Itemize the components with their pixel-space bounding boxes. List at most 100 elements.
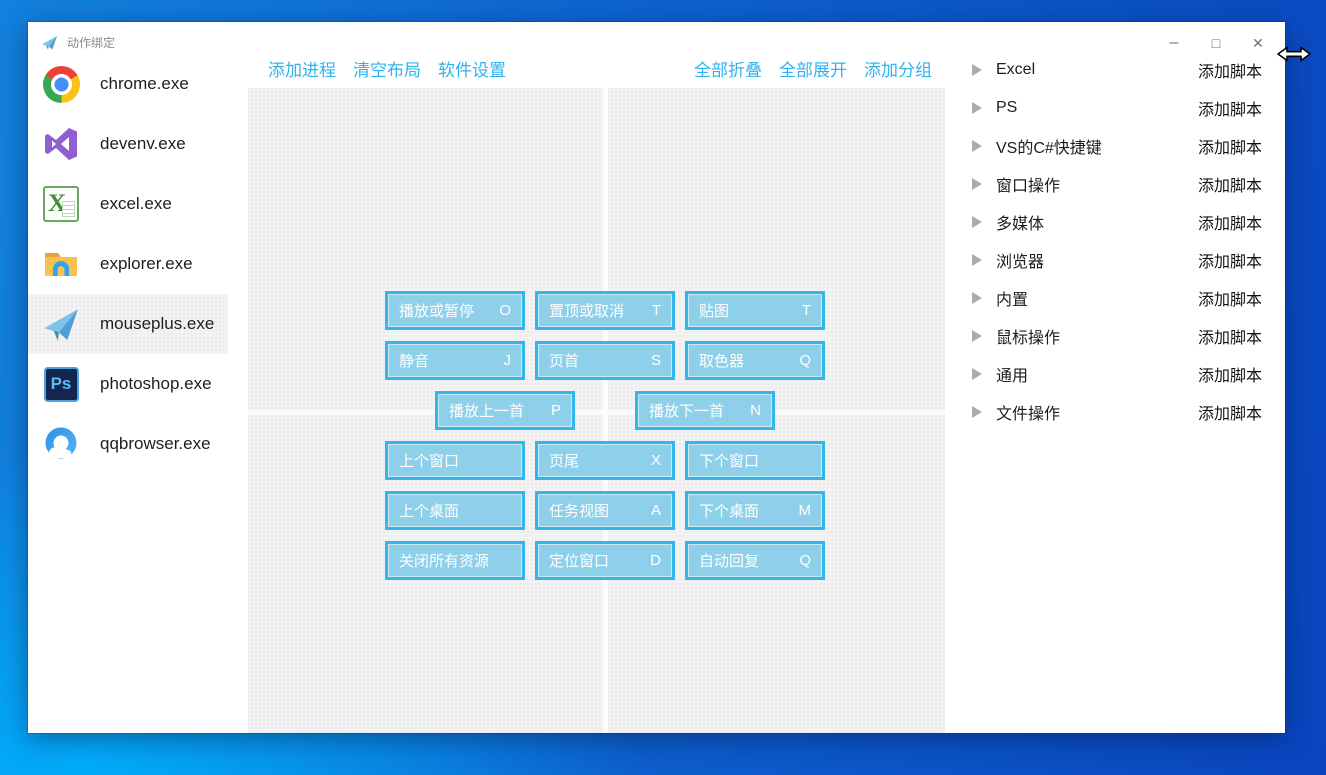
- process-label: devenv.exe: [100, 134, 186, 153]
- group-name[interactable]: 窗口操作: [996, 178, 1061, 195]
- expand-arrow-icon[interactable]: [972, 178, 982, 190]
- sidebar-item-explorer[interactable]: explorer.exe: [28, 234, 228, 294]
- group-row-window-operations[interactable]: 窗口操作 添加脚本: [945, 165, 1285, 203]
- canvas-toolbar: 添加进程 清空布局 软件设置 全部折叠 全部展开 添加分组: [248, 55, 945, 81]
- binding-button-previous-desktop[interactable]: 上个桌面: [385, 491, 525, 530]
- script-groups-panel: Excel 添加脚本 PS 添加脚本 VS的C#快捷键 添加脚本 窗口操作 添加…: [945, 61, 1285, 733]
- binding-button-close-all-resources[interactable]: 关闭所有资源: [385, 541, 525, 580]
- group-row-builtin[interactable]: 内置 添加脚本: [945, 279, 1285, 317]
- group-row-excel[interactable]: Excel 添加脚本: [945, 51, 1285, 89]
- window-controls: – □ ✕: [1153, 28, 1279, 58]
- add-script-button[interactable]: 添加脚本: [1197, 216, 1262, 233]
- paper-plane-icon: [41, 35, 58, 50]
- process-label: explorer.exe: [100, 254, 193, 273]
- group-name[interactable]: 多媒体: [996, 216, 1045, 233]
- window-title: 动作绑定: [67, 35, 116, 50]
- group-name[interactable]: 通用: [996, 368, 1029, 385]
- add-script-button[interactable]: 添加脚本: [1197, 140, 1262, 157]
- minimize-button[interactable]: –: [1169, 34, 1179, 51]
- sidebar-item-chrome[interactable]: chrome.exe: [28, 54, 228, 114]
- expand-arrow-icon[interactable]: [972, 330, 982, 342]
- expand-arrow-icon[interactable]: [972, 254, 982, 266]
- add-script-button[interactable]: 添加脚本: [1197, 368, 1262, 385]
- expand-arrow-icon[interactable]: [972, 64, 982, 76]
- maximize-button[interactable]: □: [1211, 35, 1221, 51]
- group-row-mouse-operations[interactable]: 鼠标操作 添加脚本: [945, 317, 1285, 355]
- expand-arrow-icon[interactable]: [972, 368, 982, 380]
- group-row-vs-csharp-shortcuts[interactable]: VS的C#快捷键 添加脚本: [945, 127, 1285, 165]
- add-process-button[interactable]: 添加进程: [268, 60, 336, 80]
- chrome-icon: [42, 65, 80, 103]
- sidebar-item-devenv[interactable]: devenv.exe: [28, 114, 228, 174]
- group-name[interactable]: PS: [996, 99, 1018, 116]
- group-name[interactable]: VS的C#快捷键: [996, 140, 1102, 157]
- toolbar-left-group: 添加进程 清空布局 软件设置: [268, 56, 506, 81]
- add-script-button[interactable]: 添加脚本: [1197, 102, 1262, 119]
- excel-icon: X: [42, 185, 80, 223]
- canvas-horizontal-divider: [248, 410, 945, 415]
- process-label: photoshop.exe: [100, 374, 212, 393]
- close-button[interactable]: ✕: [1252, 34, 1264, 51]
- sidebar-item-excel[interactable]: X excel.exe: [28, 174, 228, 234]
- paper-plane-icon: [42, 305, 80, 343]
- clear-layout-button[interactable]: 清空布局: [353, 60, 421, 80]
- action-binding-window: 动作绑定 – □ ✕ chrome.exe devenv.exe: [28, 22, 1285, 733]
- group-name[interactable]: 内置: [996, 292, 1029, 309]
- process-label: excel.exe: [100, 194, 172, 213]
- group-row-file-operations[interactable]: 文件操作 添加脚本: [945, 393, 1285, 431]
- expand-arrow-icon[interactable]: [972, 216, 982, 228]
- add-script-button[interactable]: 添加脚本: [1197, 254, 1262, 271]
- sidebar-item-mouseplus[interactable]: mouseplus.exe: [28, 294, 228, 354]
- sidebar-item-qqbrowser[interactable]: qqbrowser.exe: [28, 414, 228, 474]
- add-script-button[interactable]: 添加脚本: [1197, 330, 1262, 347]
- expand-arrow-icon[interactable]: [972, 140, 982, 152]
- process-label: qqbrowser.exe: [100, 434, 211, 453]
- group-name[interactable]: Excel: [996, 61, 1036, 78]
- toolbar-right-group: 全部折叠 全部展开 添加分组: [694, 56, 932, 81]
- group-name[interactable]: 文件操作: [996, 406, 1061, 423]
- binding-button-previous-window[interactable]: 上个窗口: [385, 441, 525, 480]
- group-row-general[interactable]: 通用 添加脚本: [945, 355, 1285, 393]
- resize-cursor: [1276, 44, 1312, 69]
- folder-icon: [42, 245, 80, 283]
- expand-all-button[interactable]: 全部展开: [779, 60, 847, 80]
- binding-button-next-window[interactable]: 下个窗口: [685, 441, 825, 480]
- process-list: chrome.exe devenv.exe X excel.exe: [28, 54, 248, 474]
- software-settings-button[interactable]: 软件设置: [438, 60, 506, 80]
- group-row-ps[interactable]: PS 添加脚本: [945, 89, 1285, 127]
- add-script-button[interactable]: 添加脚本: [1197, 178, 1262, 195]
- add-script-button[interactable]: 添加脚本: [1197, 292, 1262, 309]
- group-name[interactable]: 浏览器: [996, 254, 1045, 271]
- expand-arrow-icon[interactable]: [972, 406, 982, 418]
- process-sidebar: chrome.exe devenv.exe X excel.exe: [28, 62, 248, 733]
- add-script-button[interactable]: 添加脚本: [1197, 406, 1262, 423]
- process-label: chrome.exe: [100, 74, 189, 93]
- group-name[interactable]: 鼠标操作: [996, 330, 1061, 347]
- photoshop-icon: Ps: [42, 365, 80, 403]
- script-groups-list: Excel 添加脚本 PS 添加脚本 VS的C#快捷键 添加脚本 窗口操作 添加…: [945, 51, 1285, 431]
- sidebar-item-photoshop[interactable]: Ps photoshop.exe: [28, 354, 228, 414]
- collapse-all-button[interactable]: 全部折叠: [694, 60, 762, 80]
- add-group-button[interactable]: 添加分组: [864, 60, 932, 80]
- process-label: mouseplus.exe: [100, 314, 215, 333]
- expand-arrow-icon[interactable]: [972, 102, 982, 114]
- group-row-multimedia[interactable]: 多媒体 添加脚本: [945, 203, 1285, 241]
- add-script-button[interactable]: 添加脚本: [1197, 64, 1262, 81]
- expand-arrow-icon[interactable]: [972, 292, 982, 304]
- group-row-browser[interactable]: 浏览器 添加脚本: [945, 241, 1285, 279]
